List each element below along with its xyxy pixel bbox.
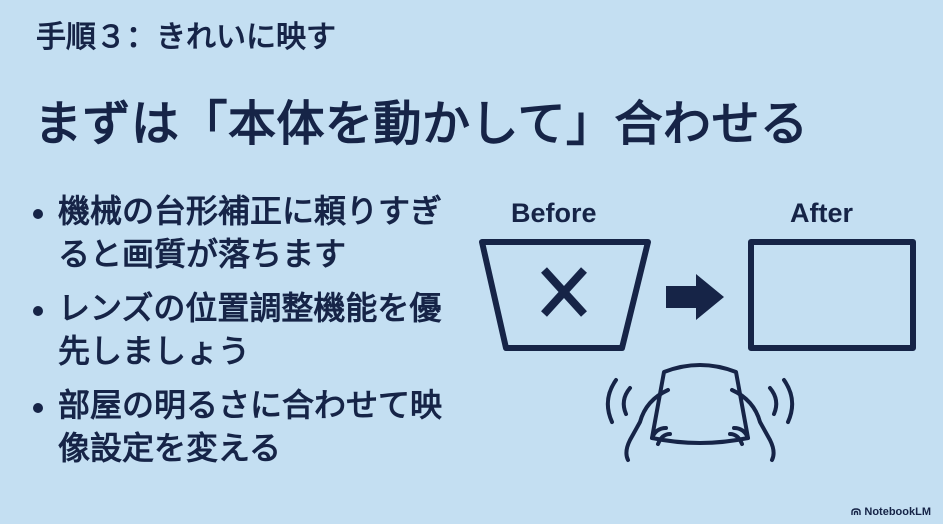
bullet-dot-icon — [33, 306, 43, 317]
main-title: まずは「本体を動かして」合わせる — [34, 96, 809, 152]
bullet-item: 機械の台形補正に頼りすぎると画質が落ちます — [28, 190, 468, 275]
after-label: After — [790, 198, 854, 228]
arrow-right-icon — [666, 274, 724, 320]
rectangle-screen-icon — [748, 239, 916, 351]
hands-holding-projector-icon — [605, 363, 795, 462]
notebooklm-logo-icon — [851, 508, 862, 515]
bullet-item: 部屋の明るさに合わせて映像設定を変える — [28, 384, 468, 469]
bullet-text: 部屋の明るさに合わせて映像設定を変える — [58, 386, 443, 467]
brand-name: NotebookLM — [864, 506, 931, 518]
bullet-dot-icon — [33, 209, 43, 219]
before-after-diagram — [479, 239, 916, 462]
trapezoid-screen-icon — [479, 239, 651, 351]
bullet-item: レンズの位置調整機能を優先しましょう — [28, 287, 468, 372]
cross-mark-icon — [541, 267, 587, 317]
bullet-list: 機械の台形補正に頼りすぎると画質が落ちます レンズの位置調整機能を優先しましょう… — [28, 190, 468, 481]
bullet-text: 機械の台形補正に頼りすぎると画質が落ちます — [58, 192, 443, 273]
bullet-dot-icon — [33, 403, 43, 414]
brand-watermark: NotebookLM — [851, 506, 931, 518]
bullet-text: レンズの位置調整機能を優先しましょう — [58, 289, 442, 370]
step-title: 手順３：きれいに映す — [36, 20, 336, 55]
before-label: Before — [511, 198, 597, 228]
